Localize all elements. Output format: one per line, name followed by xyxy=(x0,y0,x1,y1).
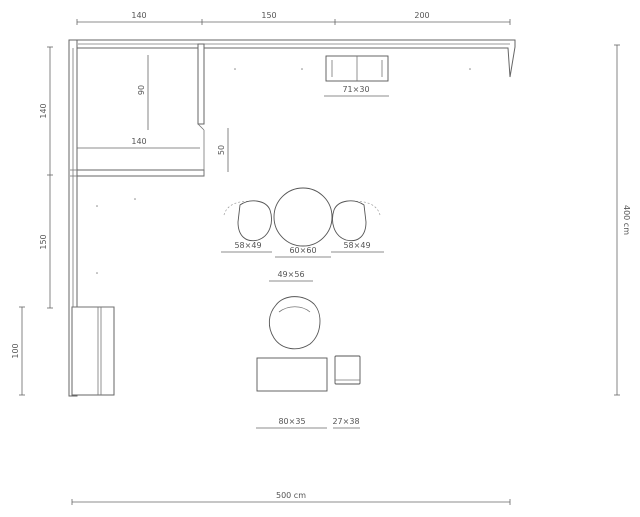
chair-right-label: 58×49 xyxy=(343,241,370,250)
inner-wall-horizontal xyxy=(76,169,205,177)
closet-bottom-left xyxy=(71,306,115,396)
top-dimensions: 140 150 200 xyxy=(76,11,511,25)
desk xyxy=(256,357,328,392)
marker-dots xyxy=(96,68,471,274)
dim-left-3: 100 xyxy=(11,343,20,358)
cabinet: 71×30 xyxy=(324,55,389,97)
chair-right xyxy=(332,200,367,242)
dim-top-1: 140 xyxy=(131,11,146,20)
table-label: 60×60 xyxy=(289,246,316,255)
desk-label: 80×35 xyxy=(278,417,305,426)
dim-left-1: 140 xyxy=(39,103,48,118)
dim-top-2: 150 xyxy=(261,11,276,20)
dim-left-2: 150 xyxy=(39,234,48,249)
bottom-dimension: 500 cm xyxy=(71,491,511,505)
dim-gap: 50 xyxy=(217,145,226,155)
desk-group: 80×35 27×38 xyxy=(256,355,361,429)
armchair-group: 49×56 xyxy=(268,270,321,350)
left-dimensions: 140 150 100 xyxy=(11,46,53,396)
right-dimension: 400 cm xyxy=(614,44,631,396)
walls xyxy=(68,39,516,397)
armchair-label: 49×56 xyxy=(277,270,304,279)
inner-dimensions: 90 140 50 xyxy=(77,55,229,172)
dim-inner-height: 90 xyxy=(137,85,146,95)
stool xyxy=(334,355,361,385)
dim-top-3: 200 xyxy=(414,11,429,20)
chair-left xyxy=(237,200,272,242)
dim-right: 400 cm xyxy=(622,205,631,235)
dim-inner-width: 140 xyxy=(131,137,146,146)
top-wall xyxy=(69,39,516,78)
chair-left-label: 58×49 xyxy=(234,241,261,250)
stool-label: 27×38 xyxy=(332,417,359,426)
dining-set: 58×49 60×60 58×49 xyxy=(221,187,384,258)
armchair xyxy=(268,296,321,350)
dim-bottom: 500 cm xyxy=(276,491,306,500)
round-table xyxy=(273,187,333,247)
cabinet-label: 71×30 xyxy=(342,85,369,94)
inner-wall-vertical xyxy=(197,43,205,125)
